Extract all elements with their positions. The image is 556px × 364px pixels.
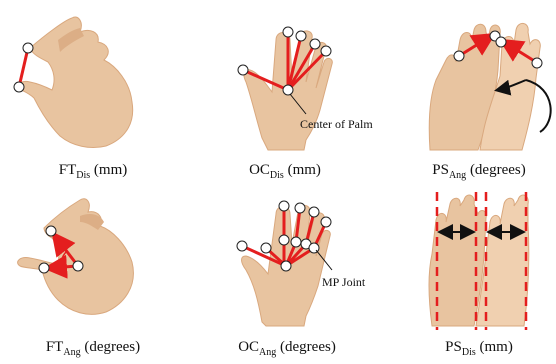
panel-ft-ang [18, 199, 134, 315]
panel-oc-dis: Center of Palm [238, 27, 373, 150]
caption-ft-dis: FTDis (mm) [38, 162, 148, 181]
palm-center-marker [283, 85, 293, 95]
caption-oc-dis: OCDis (mm) [230, 162, 340, 181]
panel-ps-dis [429, 192, 529, 330]
caption-oc-ang: OCAng (degrees) [222, 339, 352, 358]
caption-ps-ang: PSAng (degrees) [414, 162, 544, 181]
caption-ps-dis: PSDis (mm) [424, 339, 534, 358]
panel-ft-dis [14, 17, 133, 148]
caption-ft-ang: FTAng (degrees) [28, 339, 158, 358]
thumb-tip-marker [23, 43, 33, 53]
center-of-palm-label: Center of Palm [300, 117, 373, 131]
index-tip-marker [14, 82, 24, 92]
mp-joint-marker [279, 235, 289, 245]
panel-ps-ang [429, 23, 550, 150]
hand-ft-ang [18, 199, 134, 315]
mp-joint-label: MP Joint [322, 275, 366, 289]
panel-oc-ang: MP Joint [237, 201, 366, 326]
